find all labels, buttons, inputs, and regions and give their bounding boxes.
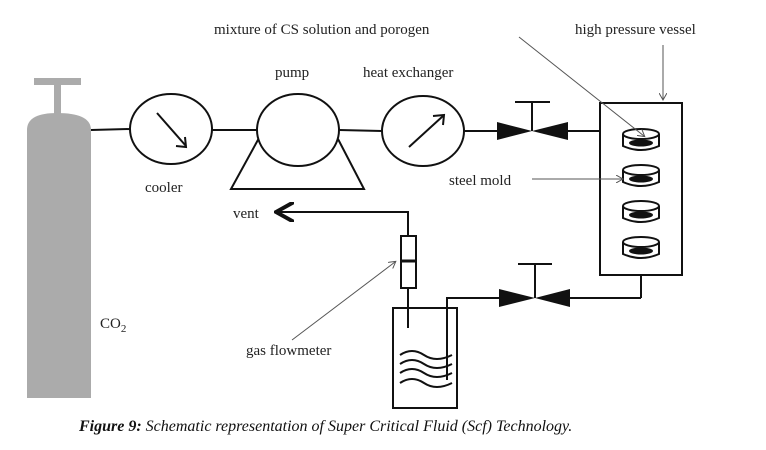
steel-mold-label: steel mold xyxy=(449,173,512,189)
vent-line xyxy=(278,212,409,236)
pipe-cylinder-cooler xyxy=(90,128,131,131)
cylinder-valve-stem xyxy=(54,84,61,114)
valve-bottom[interactable] xyxy=(499,263,570,307)
mixture-label: mixture of CS solution and porogen xyxy=(214,22,430,38)
valve-top[interactable] xyxy=(497,101,568,140)
vent-label: vent xyxy=(233,206,260,222)
steel-mold xyxy=(622,164,660,187)
cooler-arrowhead-icon xyxy=(175,136,188,149)
steel-molds xyxy=(622,128,660,259)
cooler-label: cooler xyxy=(145,180,182,196)
steel-mold xyxy=(622,128,660,151)
pipe-pump-heatexchanger xyxy=(338,129,384,132)
pipe-valve2-separator xyxy=(446,297,499,380)
gas-flowmeter-pointer xyxy=(291,262,395,341)
separator-vessel xyxy=(392,307,458,409)
pump-label: pump xyxy=(275,65,309,81)
co2-cylinder xyxy=(27,78,91,398)
heat-exchanger-symbol xyxy=(381,95,465,167)
heat-exchanger-arrow-icon xyxy=(408,115,444,148)
cooler-arrow-icon xyxy=(156,112,187,147)
vessel-label: high pressure vessel xyxy=(575,22,696,38)
cylinder-body xyxy=(27,113,91,398)
pump-symbol xyxy=(229,93,366,190)
cylinder-handle xyxy=(34,78,81,85)
mixture-pointer xyxy=(518,36,644,136)
gas-flowmeter xyxy=(400,235,417,289)
steel-mold xyxy=(622,236,660,259)
heat-exchanger-arrowhead-icon xyxy=(432,113,446,126)
heat-exchanger-label: heat exchanger xyxy=(363,65,453,81)
liquid-waves xyxy=(399,350,453,388)
gas-flowmeter-label: gas flowmeter xyxy=(246,343,331,359)
steel-mold xyxy=(622,200,660,223)
co2-label: CO2 xyxy=(100,316,126,335)
figure-caption: Figure 9: Schematic representation of Su… xyxy=(78,418,572,435)
